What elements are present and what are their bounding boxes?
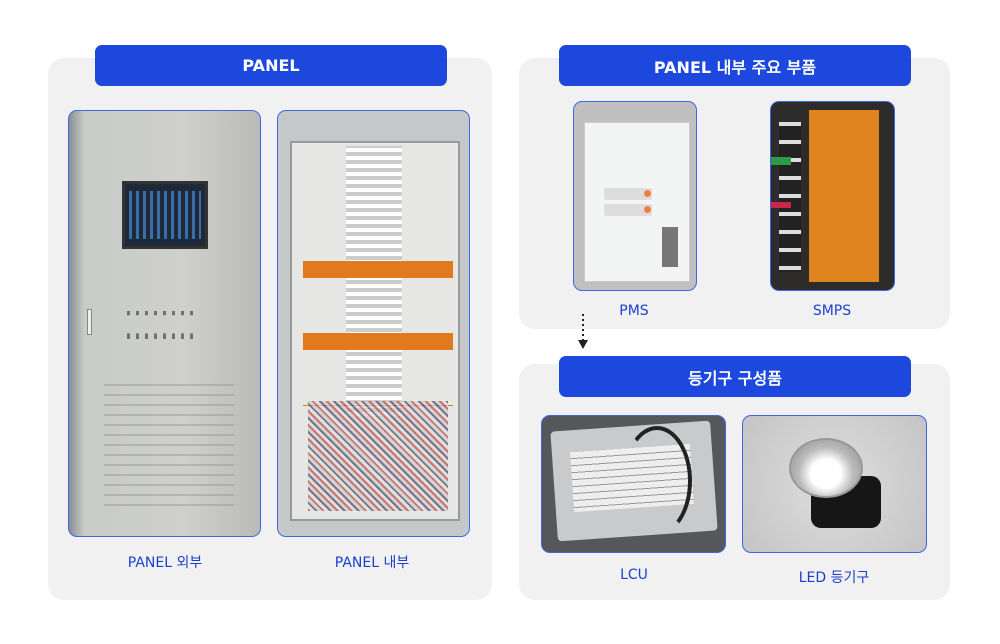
panel-interior-photo xyxy=(277,110,470,537)
luminaire-title: 등기구 구성품 xyxy=(559,356,911,397)
panel-title: PANEL xyxy=(95,45,447,86)
main-parts-title: PANEL 내부 주요 부품 xyxy=(559,45,911,86)
smps-label: SMPS xyxy=(812,303,852,319)
led-luminaire-label: LED 등기구 xyxy=(798,570,870,586)
panel-exterior-photo xyxy=(68,110,261,537)
led-luminaire-photo xyxy=(742,415,927,553)
panel-interior-label: PANEL 내부 xyxy=(334,555,410,571)
pms-label: PMS xyxy=(619,303,649,319)
lcu-label: LCU xyxy=(620,567,648,583)
lcu-photo xyxy=(541,415,726,553)
smps-photo xyxy=(770,101,895,291)
dotted-arrow-icon xyxy=(578,314,588,349)
pms-photo xyxy=(573,101,697,291)
panel-exterior-label: PANEL 외부 xyxy=(127,555,203,571)
